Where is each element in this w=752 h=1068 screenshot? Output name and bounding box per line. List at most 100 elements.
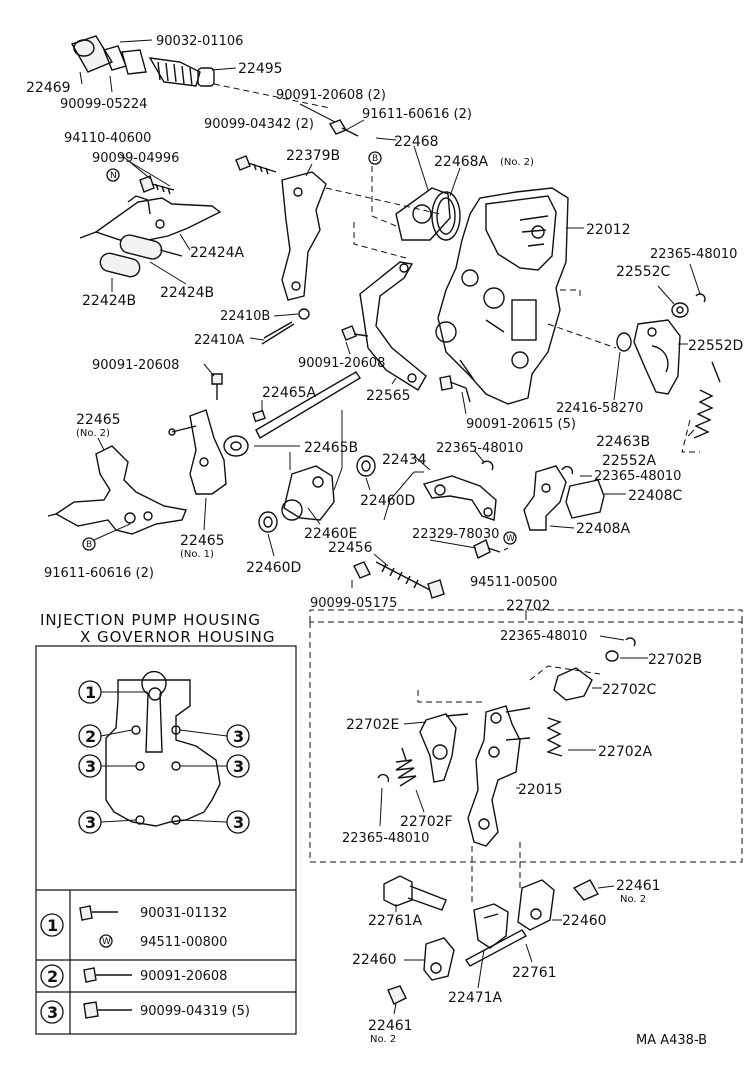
label-22465-no1-sub: (No. 1) (180, 549, 214, 560)
svg-text:3: 3 (47, 1003, 58, 1022)
part-22416-58270 (616, 332, 632, 352)
part-labels: 90032-01106 22495 22469 90099-05224 9009… (26, 34, 743, 1048)
label-22416-58270: 22416-58270 (556, 401, 643, 416)
symbol-w: W (503, 531, 517, 545)
part-22424B-rollers (99, 234, 183, 278)
bolt-90091-20615 (439, 375, 471, 403)
part-22410B (298, 308, 310, 320)
part-22565 (359, 261, 427, 391)
svg-text:3: 3 (85, 757, 96, 776)
housing-panel: INJECTION PUMP HOUSING X GOVERNOR HOUSIN… (35, 611, 297, 1035)
label-22434: 22434 (382, 452, 427, 468)
label-94110-40600: 94110-40600 (64, 131, 151, 146)
label-90099-05175: 90099-05175 (310, 596, 397, 611)
svg-text:3: 3 (233, 813, 244, 832)
label-22460-b: 22460 (352, 952, 397, 968)
label-90099-05224: 90099-05224 (60, 97, 147, 112)
part-22469-assembly (70, 35, 215, 87)
label-22410A: 22410A (194, 333, 244, 348)
part-22410A (261, 321, 295, 345)
part-22461-b (387, 985, 407, 1005)
bolt-22329-78030 (473, 539, 501, 559)
label-22468A-sub: (No. 2) (500, 157, 534, 168)
symbol-n: N (106, 168, 120, 182)
nut-90099-05175 (353, 561, 371, 579)
part-22434 (422, 475, 497, 521)
label-22461-a: 22461 (616, 878, 661, 894)
label-22552D: 22552D (688, 338, 743, 354)
label-22424B-a: 22424B (82, 293, 136, 309)
label-22460D-a: 22460D (360, 493, 415, 509)
label-22456: 22456 (328, 540, 373, 556)
row1-part-a: 90031-01132 (140, 906, 227, 921)
bolt-icon-row2 (83, 967, 132, 983)
part-22552C (671, 302, 689, 318)
bolt-icon-row3 (83, 1001, 132, 1019)
row3-part: 90099-04319 (5) (140, 1004, 250, 1019)
part-22379B (281, 171, 327, 301)
label-22410B: 22410B (220, 309, 270, 324)
svg-text:3: 3 (233, 757, 244, 776)
part-22465-no2 (47, 445, 187, 535)
label-22460E: 22460E (304, 526, 357, 542)
label-22461-b-sub: No. 2 (370, 1034, 396, 1045)
label-22702F: 22702F (400, 814, 453, 830)
label-22012: 22012 (586, 222, 631, 238)
label-22463B: 22463B (596, 434, 650, 450)
label-22495: 22495 (238, 61, 283, 77)
label-94511-00500: 94511-00500 (470, 575, 557, 590)
bolt-22456 (375, 561, 445, 599)
row1-part-b: 94511-00800 (140, 935, 227, 950)
clip-22365-48010-a (695, 293, 706, 303)
bolt-90099-04342 (235, 155, 277, 175)
label-22469: 22469 (26, 80, 71, 96)
housing-title-line1: INJECTION PUMP HOUSING (40, 611, 261, 629)
label-22460D-b: 22460D (246, 560, 301, 576)
label-22365-48010-e: 22365-48010 (342, 831, 429, 846)
label-22408C: 22408C (628, 488, 683, 504)
part-22702E (419, 713, 469, 783)
svg-text:1: 1 (85, 683, 96, 702)
label-22465-no1: 22465 (180, 533, 225, 549)
part-22552D (633, 319, 681, 395)
housing-panel-frame (35, 645, 297, 1035)
svg-text:W: W (102, 937, 111, 947)
part-22408C (565, 479, 605, 519)
label-90091-20615: 90091-20615 (5) (466, 417, 576, 432)
label-22471A: 22471A (448, 990, 503, 1006)
part-22460D-a (356, 455, 376, 477)
symbol-b-left: B (82, 537, 96, 551)
label-22702E: 22702E (346, 717, 399, 733)
svg-text:1: 1 (47, 916, 58, 935)
part-22460D-b (258, 511, 278, 533)
part-22471A (473, 903, 509, 949)
label-22702A: 22702A (598, 744, 653, 760)
row2-part: 90091-20608 (140, 969, 227, 984)
label-91611-60616-2: 91611-60616 (2) (362, 107, 472, 122)
bolt-90091-20608-c (211, 373, 223, 400)
label-22461-b: 22461 (368, 1018, 413, 1034)
nut-94110-40600 (139, 175, 175, 195)
label-22329-78030: 22329-78030 (412, 527, 499, 542)
label-22424B-b: 22424B (160, 285, 214, 301)
svg-text:B: B (372, 154, 378, 164)
label-22552A: 22552A (602, 453, 657, 469)
part-22460-a (517, 879, 555, 931)
svg-text:2: 2 (47, 967, 58, 986)
label-22552C: 22552C (616, 264, 671, 280)
bolt-91611-60616 (328, 119, 359, 137)
label-22565: 22565 (366, 388, 411, 404)
label-22424A: 22424A (190, 245, 245, 261)
part-22761A (383, 875, 447, 911)
svg-text:2: 2 (85, 727, 96, 746)
part-22468 (395, 187, 451, 241)
part-22408A (523, 465, 567, 531)
label-22365-48010-d: 22365-48010 (500, 629, 587, 644)
label-22468A: 22468A (434, 154, 489, 170)
label-22379B: 22379B (286, 148, 340, 164)
diagram-code: MA A438-B (636, 1033, 707, 1048)
part-22465-no1 (168, 409, 227, 495)
label-22465B: 22465B (304, 440, 358, 456)
part-22465B-shaft (223, 371, 361, 457)
